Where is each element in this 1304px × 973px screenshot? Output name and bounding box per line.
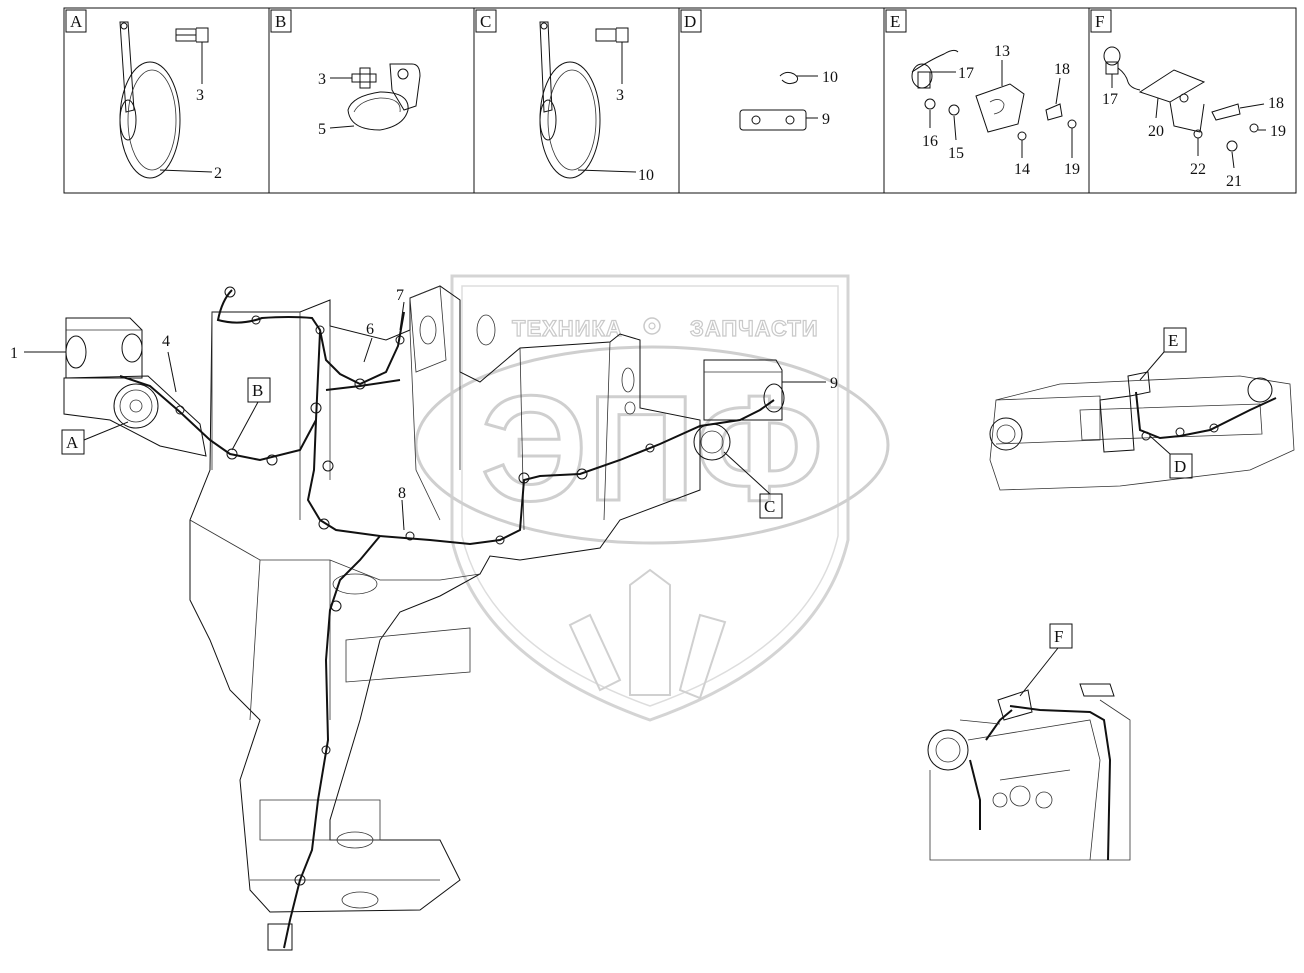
panel-e-callout-15: 15: [948, 145, 964, 162]
panel-f-callout-20: 20: [1148, 123, 1164, 140]
svg-text:D: D: [1174, 457, 1186, 476]
panel-a-callout-3: 3: [196, 87, 204, 104]
panel-d-callout-10: 10: [822, 69, 838, 86]
svg-text:F: F: [1054, 627, 1063, 646]
panel-e-callout-16: 16: [922, 133, 938, 150]
panel-c-callout-10: 10: [638, 167, 654, 184]
panel-d-callout-9: 9: [822, 111, 830, 128]
wiring-harness: [119, 286, 775, 951]
svg-text:A: A: [66, 433, 79, 452]
callout-9: 9: [830, 375, 838, 392]
panel-b-callout-3: 3: [318, 71, 326, 88]
main-assembly: 1 4 6 7 8 9 A B: [10, 285, 1295, 951]
panel-f-callout-19: 19: [1270, 123, 1286, 140]
loader-frame: [189, 285, 731, 913]
callout-4: 4: [162, 333, 170, 350]
panel-e-callout-14: 14: [1014, 161, 1030, 178]
panel-f-callout-21: 21: [1226, 173, 1242, 190]
left-lamp-bracket: [63, 317, 207, 457]
panel-e-letter: E: [885, 9, 907, 33]
panel-b-bracket: 3 5: [318, 63, 421, 138]
panel-c-callout-3: 3: [616, 87, 624, 104]
svg-text:A: A: [70, 12, 83, 31]
wheat-emblem: [568, 568, 727, 700]
watermark: ТЕХНИКА ЗАПЧАСТИ ЭПФ: [414, 274, 890, 722]
svg-text:B: B: [275, 12, 286, 31]
panel-b-letter: B: [270, 9, 292, 33]
panel-d-letter: D: [680, 9, 702, 33]
watermark-right-text: ЗАПЧАСТИ: [690, 316, 819, 341]
svg-text:C: C: [480, 12, 491, 31]
panel-c-letter: C: [475, 9, 497, 33]
panel-a-callout-2: 2: [214, 165, 222, 182]
panel-f-lamp: 17 18 20 19 22 21: [1102, 46, 1286, 190]
box-f: F: [1019, 623, 1073, 697]
svg-text:F: F: [1095, 12, 1104, 31]
panel-b-callout-5: 5: [318, 121, 326, 138]
detail-panels: A B C D E F: [63, 7, 1297, 194]
panel-f-letter: F: [1090, 9, 1112, 33]
svg-text:B: B: [252, 381, 263, 400]
panel-e-callout-19: 19: [1064, 161, 1080, 178]
box-d: D: [1149, 435, 1193, 479]
box-c: C: [723, 451, 783, 519]
panel-a-letter: A: [65, 9, 87, 33]
svg-text:C: C: [764, 497, 775, 516]
panel-f-callout-17: 17: [1102, 91, 1118, 108]
callout-6: 6: [366, 321, 374, 338]
panel-d-plate: 10 9: [739, 69, 838, 131]
callout-1: 1: [10, 345, 18, 362]
svg-text:E: E: [1168, 331, 1178, 350]
detail-view-f: F: [927, 623, 1131, 861]
svg-text:D: D: [684, 12, 696, 31]
panel-f-callout-18: 18: [1268, 95, 1284, 112]
svg-text:E: E: [890, 12, 900, 31]
box-b: B: [231, 377, 271, 451]
right-lamp-bracket: [703, 359, 785, 421]
panel-e-callout-18: 18: [1054, 61, 1070, 78]
panel-c-horn: 3 10: [539, 21, 654, 184]
box-e: E: [1139, 327, 1187, 381]
gear-icon: [643, 317, 661, 335]
main-callouts: 1 4 6 7 8 9 A B: [10, 287, 838, 531]
detail-view-ed: E D: [989, 327, 1295, 491]
panel-f-callout-22: 22: [1190, 161, 1206, 178]
panel-e-lamp: 13 17 18 16 15 14 19: [911, 43, 1080, 178]
callout-8: 8: [398, 485, 406, 502]
box-a: A: [61, 421, 129, 455]
watermark-left-text: ТЕХНИКА: [512, 316, 623, 341]
panel-e-callout-17: 17: [958, 65, 974, 82]
panel-a-horn: 3 2: [119, 21, 222, 182]
callout-7: 7: [396, 287, 404, 304]
panel-e-callout-13: 13: [994, 43, 1010, 60]
